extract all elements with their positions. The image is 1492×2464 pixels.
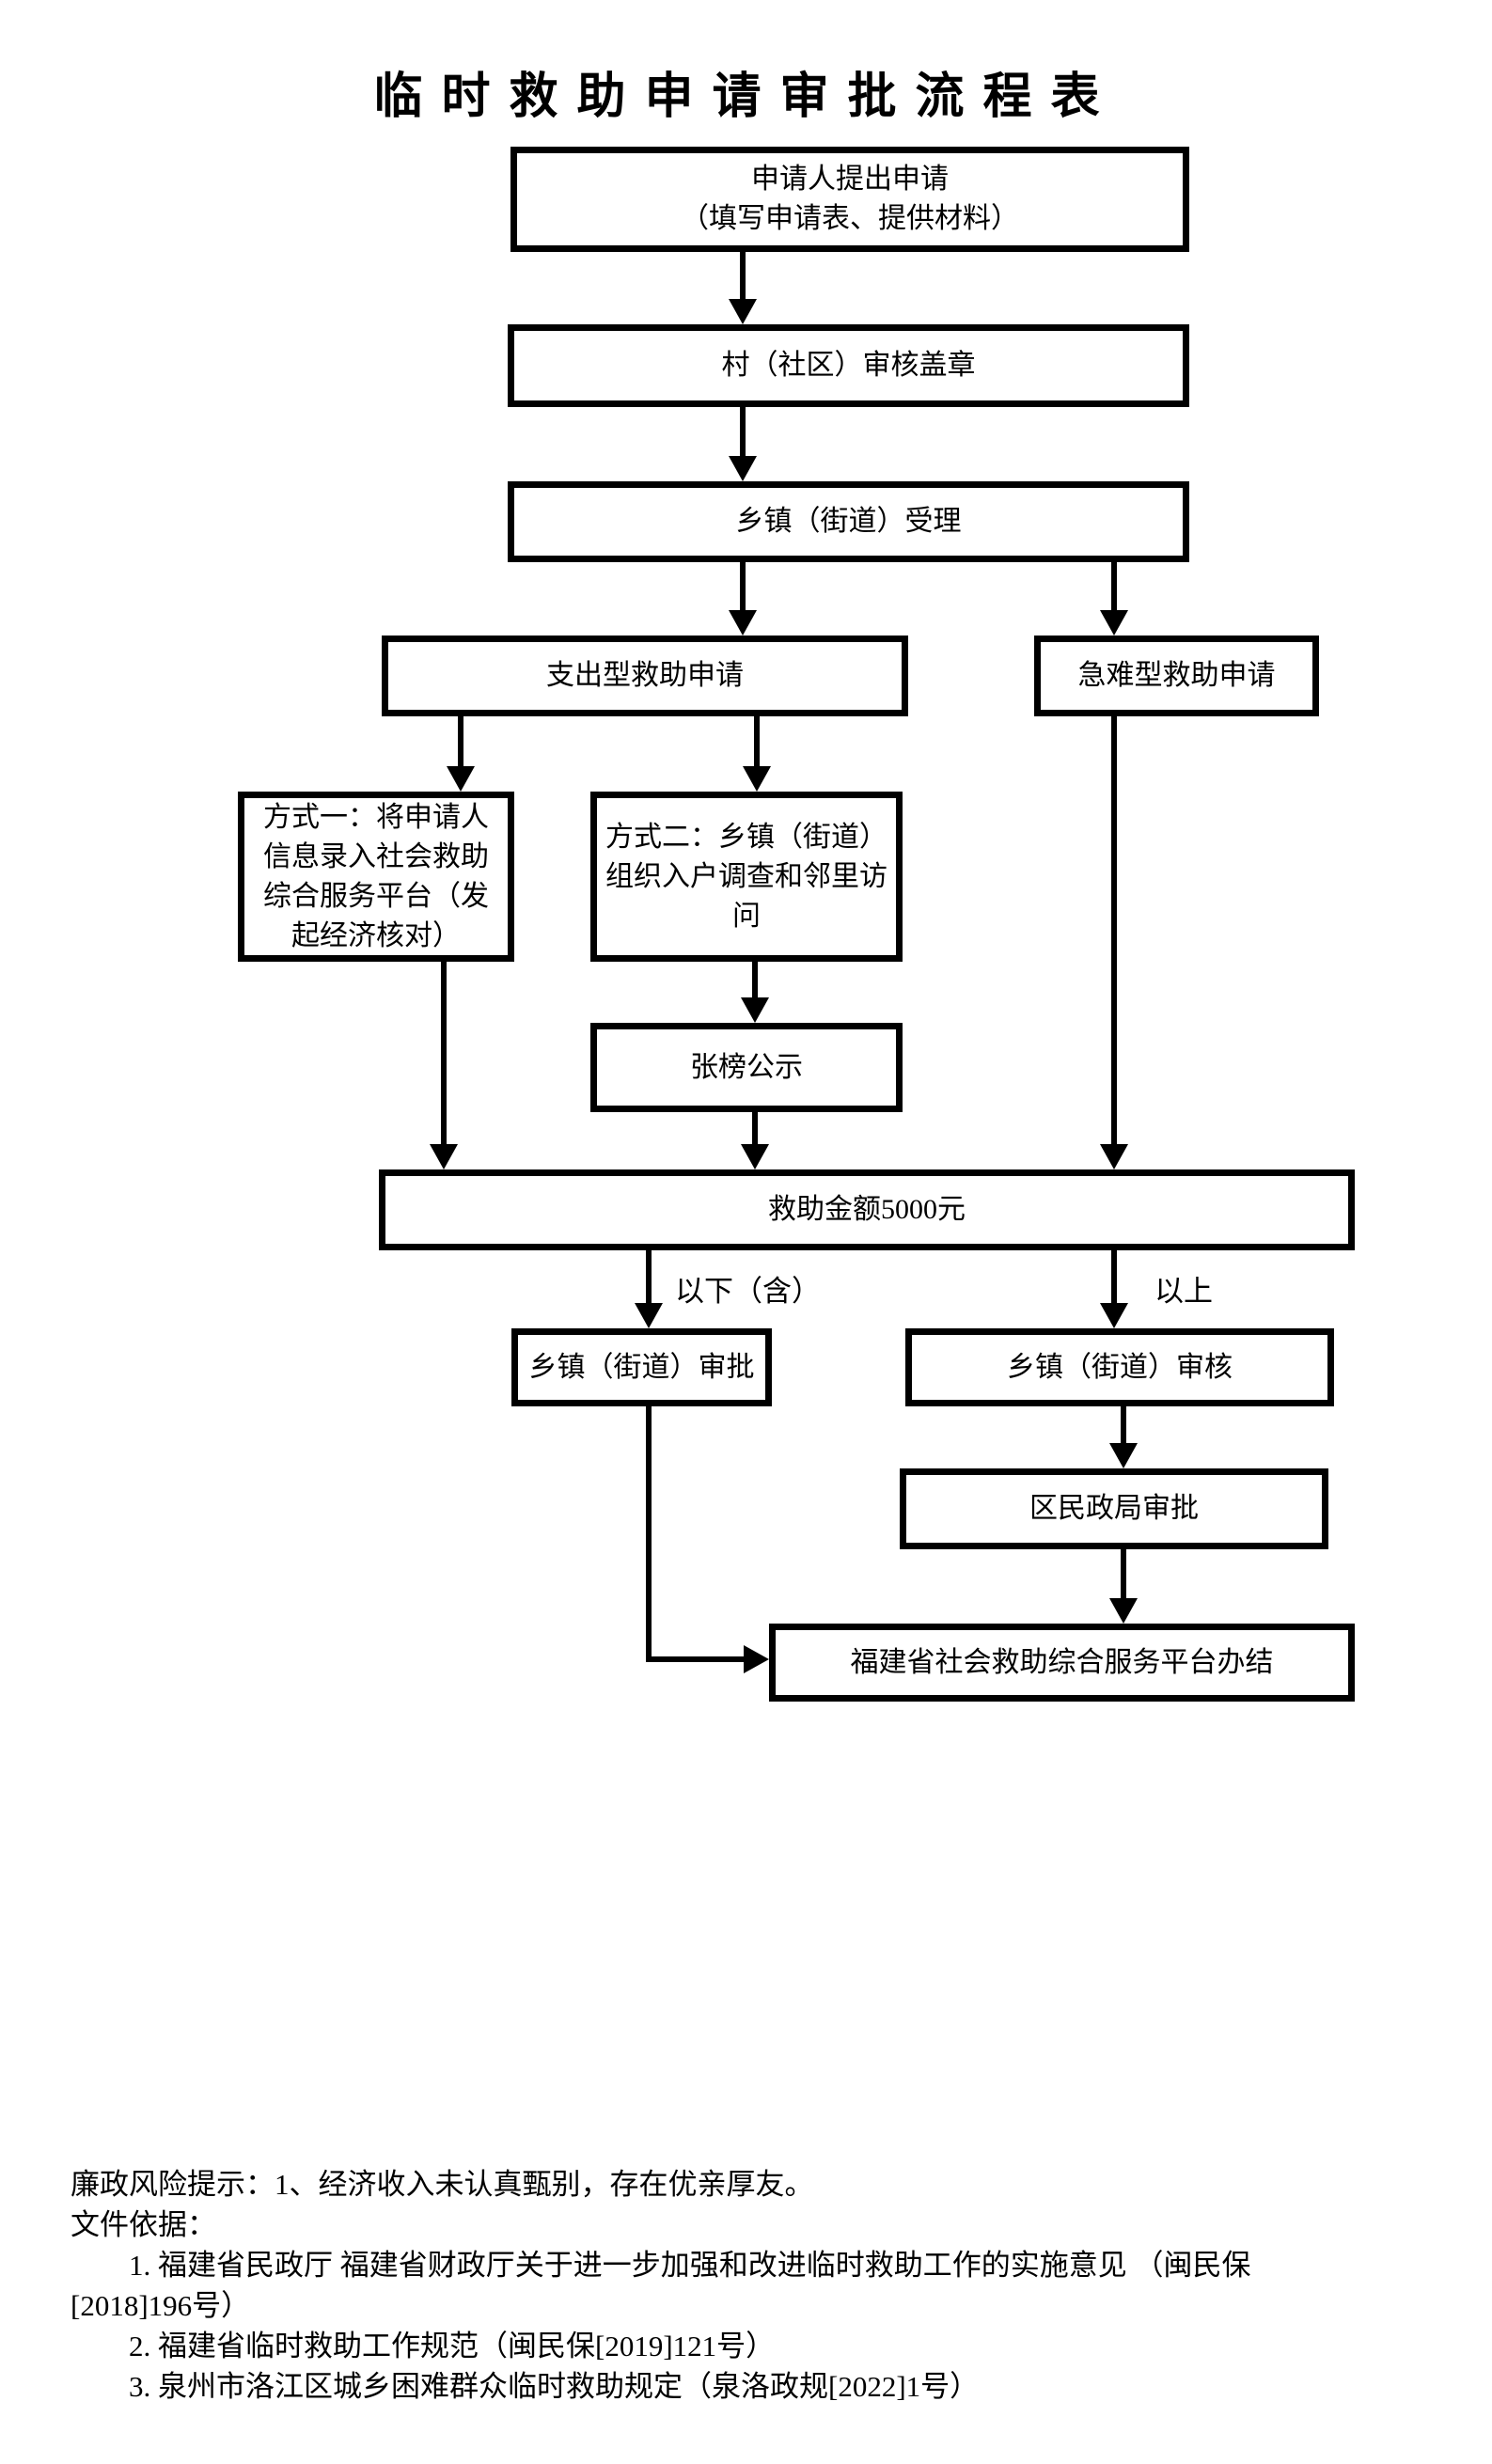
note-basis-1-cont: [2018]196号） xyxy=(71,2289,251,2322)
arrow-expense-method1-head xyxy=(447,766,475,792)
arrow-publicity-amount-head xyxy=(741,1144,769,1169)
arrow-approve-platform-vshaft xyxy=(646,1406,652,1662)
arrow-amount-review-head xyxy=(1100,1303,1128,1328)
arrow-review-district-shaft xyxy=(1121,1406,1126,1444)
arrow-approve-platform-head xyxy=(744,1645,769,1673)
node-amount: 救助金额5000元 xyxy=(379,1169,1355,1250)
note-basis-3: 3. 泉州市洛江区城乡困难群众临时救助规定（泉洛政规[2022]1号） xyxy=(129,2370,980,2403)
arrow-method2-publicity-shaft xyxy=(752,962,758,998)
arrow-township-expense-head xyxy=(729,610,757,636)
edge-label-above: 以上 xyxy=(1154,1275,1213,1308)
footnotes: 廉政风险提示：1、经济收入未认真甄别，存在优亲厚友。 文件依据： 1. 福建省民… xyxy=(71,2164,1453,2407)
node-platform-close: 福建省社会救助综合服务平台办结 xyxy=(769,1624,1355,1702)
node-urgent-type: 急难型救助申请 xyxy=(1034,636,1319,716)
note-basis-title: 文件依据： xyxy=(71,2208,216,2241)
arrow-review-district-head xyxy=(1109,1443,1138,1468)
note-basis-2: 2. 福建省临时救助工作规范（闽民保[2019]121号） xyxy=(129,2330,776,2362)
node-method1: 方式一：将申请人 信息录入社会救助 综合服务平台（发 起经济核对） xyxy=(238,792,514,962)
arrow-method2-publicity-head xyxy=(741,997,769,1023)
note-risk: 廉政风险提示：1、经济收入未认真甄别，存在优亲厚友。 xyxy=(71,2168,814,2201)
arrow-method1-amount-shaft xyxy=(441,962,447,1145)
arrow-expense-method1-shaft xyxy=(458,716,463,767)
node-expense-type: 支出型救助申请 xyxy=(382,636,908,716)
edge-label-below-inclusive: 以下（含） xyxy=(675,1275,821,1308)
arrow-urgent-amount-shaft xyxy=(1111,716,1117,1145)
arrow-village-township-shaft xyxy=(740,407,746,457)
arrow-applicant-village-head xyxy=(729,299,757,324)
arrow-township-urgent-head xyxy=(1100,610,1128,636)
node-township-accept: 乡镇（街道）受理 xyxy=(508,481,1189,562)
node-village-review: 村（社区）审核盖章 xyxy=(508,324,1189,407)
note-basis-1: 1. 福建省民政厅 福建省财政厅关于进一步加强和改进临时救助工作的实施意见 （闽… xyxy=(129,2249,1251,2282)
node-publicity: 张榜公示 xyxy=(590,1023,903,1112)
arrow-amount-review-shaft xyxy=(1111,1250,1117,1304)
node-district-approve: 区民政局审批 xyxy=(900,1468,1328,1549)
arrow-amount-approve-head xyxy=(635,1303,663,1328)
arrow-urgent-amount-head xyxy=(1100,1144,1128,1169)
arrow-township-urgent-shaft xyxy=(1111,562,1117,611)
arrow-method1-amount-head xyxy=(430,1144,458,1169)
arrow-expense-method2-shaft xyxy=(754,716,760,767)
page-title: 临时救助申请审批流程表 xyxy=(373,71,1119,124)
arrow-expense-method2-head xyxy=(743,766,771,792)
arrow-district-platform-shaft xyxy=(1121,1549,1126,1599)
arrow-district-platform-head xyxy=(1109,1598,1138,1624)
arrow-amount-approve-shaft xyxy=(646,1250,652,1304)
arrow-village-township-head xyxy=(729,456,757,481)
arrow-applicant-village-shaft xyxy=(740,252,746,300)
arrow-publicity-amount-shaft xyxy=(752,1112,758,1145)
node-applicant: 申请人提出申请 （填写申请表、提供材料） xyxy=(510,147,1189,252)
node-township-approve: 乡镇（街道）审批 xyxy=(511,1328,772,1406)
node-method2: 方式二：乡镇（街道） 组织入户调查和邻里访 问 xyxy=(590,792,903,962)
arrow-approve-platform-hshaft xyxy=(646,1656,746,1662)
arrow-township-expense-shaft xyxy=(740,562,746,611)
node-township-review2: 乡镇（街道）审核 xyxy=(905,1328,1334,1406)
